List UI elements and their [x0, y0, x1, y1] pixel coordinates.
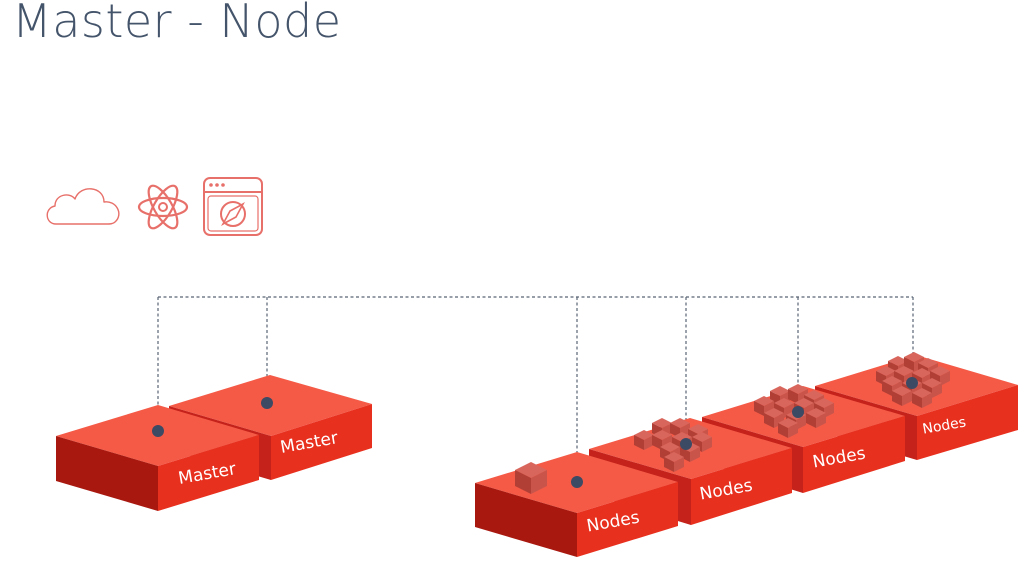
- master-block: Master: [56, 405, 259, 511]
- cloud-icon: [46, 188, 120, 225]
- master-connection-dot: [261, 397, 273, 409]
- node-block: Nodes: [475, 452, 678, 557]
- node-connection-dot: [571, 476, 583, 488]
- node-connection-dot: [680, 438, 692, 450]
- atom-icon: [137, 184, 189, 230]
- node-connection-dot: [792, 406, 804, 418]
- master-connection-dot: [152, 425, 164, 437]
- browser-compass-icon: [203, 177, 263, 236]
- slide-title: Master - Node: [12, 0, 342, 48]
- node-connection-dot: [906, 377, 918, 389]
- nodes-label: Nodes: [921, 414, 967, 437]
